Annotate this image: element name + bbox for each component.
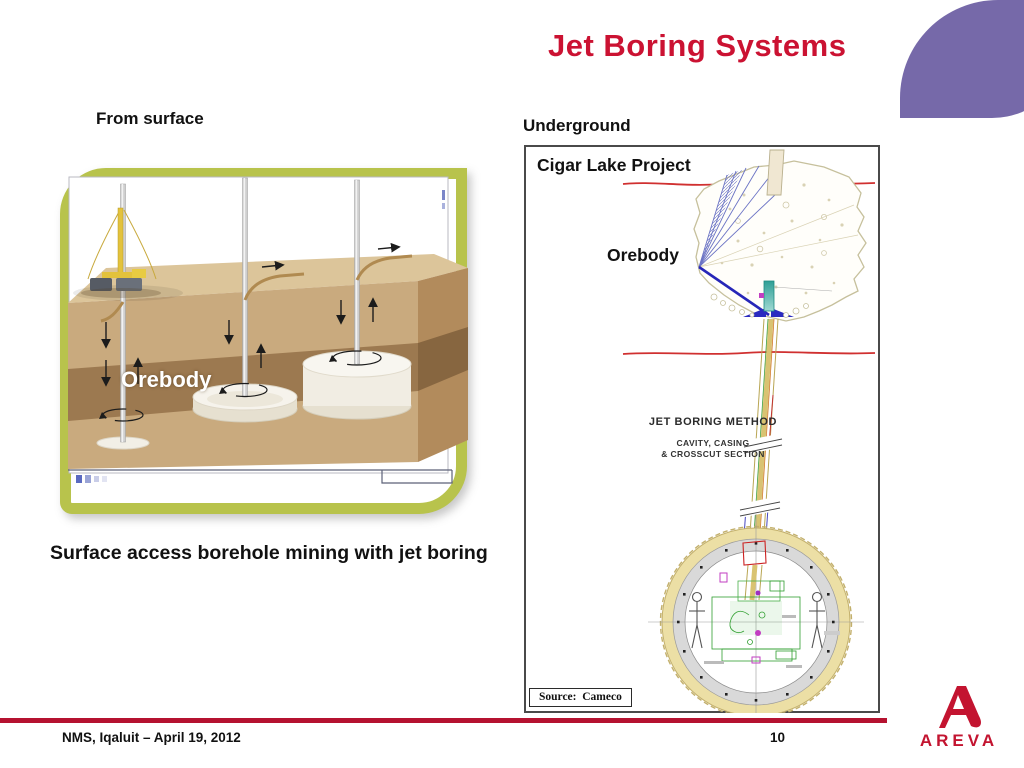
scale-figure-right <box>809 591 825 649</box>
page-number: 10 <box>770 730 786 745</box>
surface-mining-diagram <box>68 176 468 484</box>
source-credit: Source: Cameco <box>529 688 632 707</box>
diagram-title: Cigar Lake Project <box>537 155 691 175</box>
method-title: JET BORING METHOD <box>648 416 778 428</box>
footer-divider <box>0 718 887 723</box>
method-subtitle-2: & CROSSCUT SECTION <box>661 449 765 459</box>
scale-figure-left <box>689 591 705 649</box>
slide-title: Jet Boring Systems <box>548 28 847 63</box>
orebody-label-right: Orebody <box>607 245 679 265</box>
areva-logo: AREVA <box>901 682 1013 751</box>
orebody-label-left: Orebody <box>121 367 212 392</box>
footer-event-text: NMS, Iqaluit – April 19, 2012 <box>62 730 241 745</box>
drill-rig <box>81 207 161 298</box>
left-caption: Surface access borehole mining with jet … <box>50 542 488 564</box>
areva-logo-icon <box>939 686 982 728</box>
areva-wordmark: AREVA <box>919 731 999 750</box>
left-section-heading: From surface <box>96 109 204 128</box>
right-section-heading: Underground <box>523 116 631 135</box>
method-subtitle: CAVITY, CASING <box>676 438 750 448</box>
corner-leaf-shape <box>900 0 1024 118</box>
jet-boring-section-diagram <box>524 145 880 713</box>
